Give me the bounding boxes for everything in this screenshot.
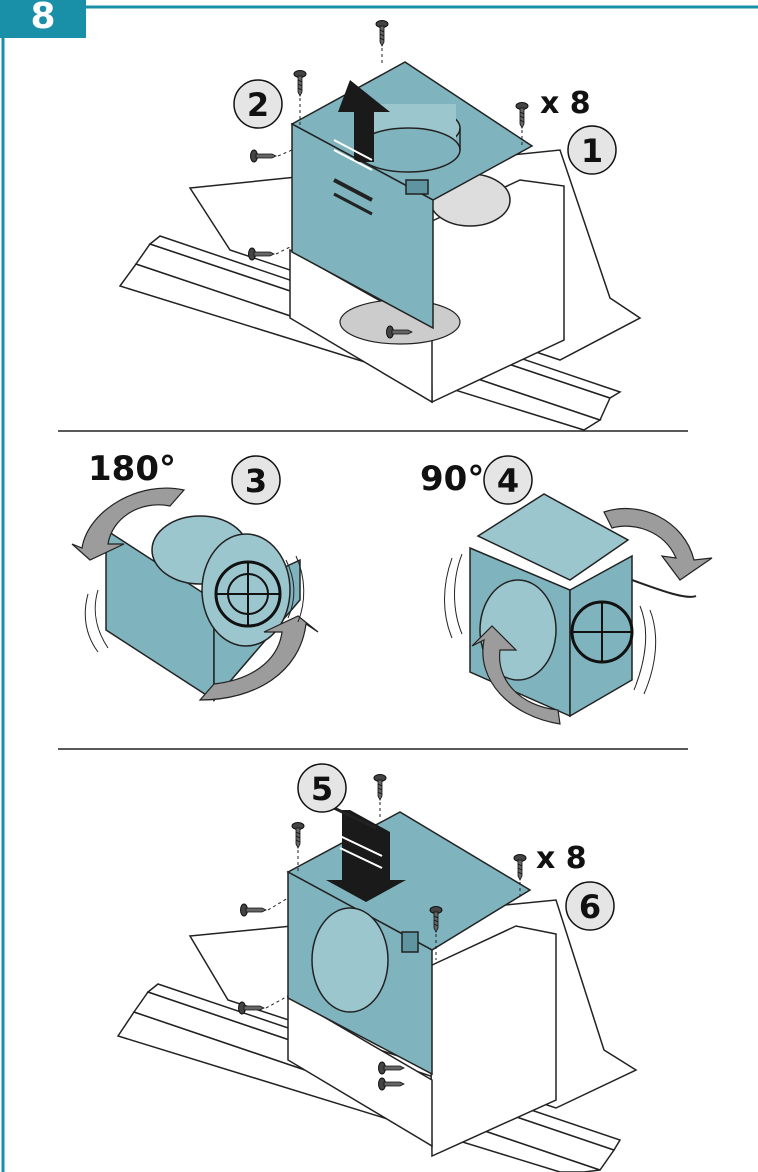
screws-bottom	[238, 774, 527, 1091]
quantity-label: x 8	[540, 86, 591, 121]
svg-text:1: 1	[581, 132, 603, 170]
callout-1: 1	[567, 125, 617, 175]
svg-text:3: 3	[245, 462, 267, 500]
hood-housing-bottom	[287, 925, 557, 1158]
angle-label-180: 180°	[88, 449, 176, 489]
screws-top	[248, 20, 529, 339]
rotation-arrows-right	[471, 508, 713, 725]
callout-3: 3	[231, 455, 281, 505]
motion-lines-left	[84, 555, 305, 653]
callout-6: 6	[565, 881, 615, 931]
up-arrow	[333, 80, 390, 216]
svg-text:6: 6	[579, 888, 601, 926]
step-number: 8	[30, 0, 56, 37]
step-badge: 8	[0, 0, 86, 38]
callout-5: 5	[297, 763, 347, 813]
blower-assembly-left	[105, 515, 301, 703]
quantity-label: x 8	[536, 841, 587, 876]
svg-text:4: 4	[497, 462, 519, 500]
callout-4: 4	[483, 455, 533, 505]
motion-lines-right	[444, 553, 657, 695]
callout-2: 2	[233, 79, 283, 129]
rotation-arrows-left	[71, 487, 319, 701]
angle-label-90: 90°	[420, 459, 484, 499]
svg-text:5: 5	[311, 770, 333, 808]
svg-text:2: 2	[247, 86, 269, 124]
down-arrow	[326, 806, 406, 902]
